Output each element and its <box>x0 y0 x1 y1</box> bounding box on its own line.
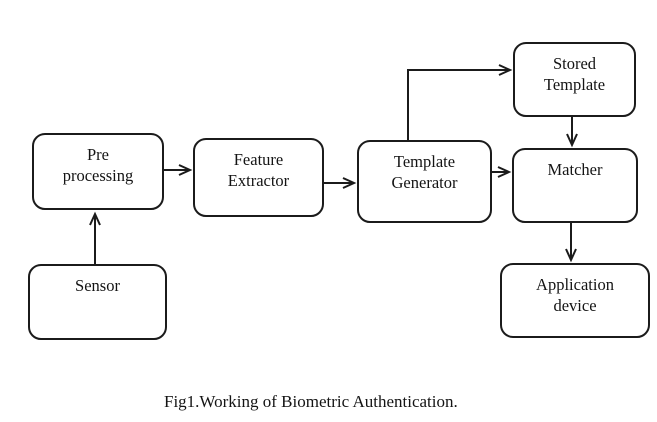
node-template-generator: Template Generator <box>357 140 492 223</box>
arrow-template-generator-to-stored-template <box>407 64 513 140</box>
node-label-application-device: Application device <box>536 275 614 315</box>
node-label-preprocessing: Pre processing <box>62 145 134 185</box>
node-stored-template: Stored Template <box>513 42 636 117</box>
node-label-feature-extractor: Feature Extractor <box>227 150 290 190</box>
node-label-stored-template: Stored Template <box>543 54 606 94</box>
node-label-template-generator: Template Generator <box>391 152 458 192</box>
figure-caption: Fig1.Working of Biometric Authentication… <box>164 392 458 411</box>
node-feature-extractor: Feature Extractor <box>193 138 324 217</box>
node-preprocessing: Pre processing <box>32 133 164 210</box>
node-application-device: Application device <box>500 263 650 338</box>
node-matcher: Matcher <box>512 148 638 223</box>
node-label-sensor: Sensor <box>75 276 120 295</box>
node-label-matcher: Matcher <box>547 160 603 179</box>
node-sensor: Sensor <box>28 264 167 340</box>
